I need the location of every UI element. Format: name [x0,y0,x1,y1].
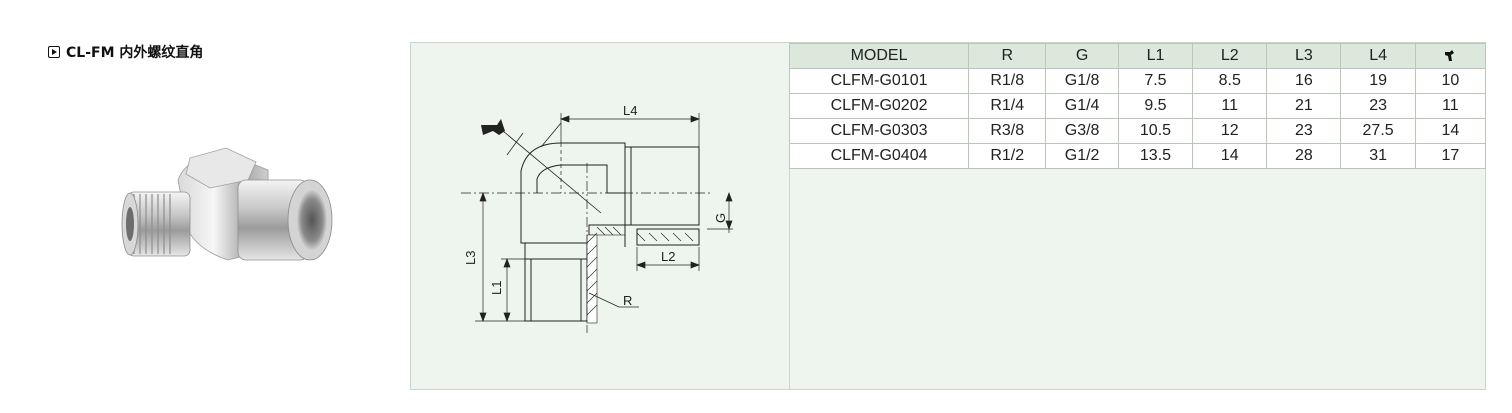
col-header-model: MODEL [788,43,970,69]
spec-panel: L4 L2 G L3 L1 R MODEL R G L1 L2 L3 L4 [410,42,1487,390]
cell-l4: 19 [1340,68,1416,94]
cell-l1: 13.5 [1117,143,1194,169]
section-title-text: CL-FM 内外螺纹直角 [66,45,204,61]
cell-l4: 23 [1340,93,1416,119]
cell-l2: 8.5 [1192,68,1268,94]
cell-l3: 28 [1266,143,1342,169]
cell-l3: 23 [1266,118,1342,144]
dim-label-l2: L2 [661,249,675,264]
cell-l1: 10.5 [1117,118,1194,144]
cell-l2: 12 [1192,118,1268,144]
col-header-l4: L4 [1340,43,1416,69]
cell-l2: 14 [1192,143,1268,169]
technical-drawing-area: L4 L2 G L3 L1 R [411,43,790,389]
drawing-wrench-icon [481,119,505,135]
cell-g: G1/2 [1045,143,1119,169]
spec-table: MODEL R G L1 L2 L3 L4 CLFM-G0101 R1/8 G1… [788,43,1487,169]
cell-l4: 27.5 [1340,118,1416,144]
col-header-l3: L3 [1266,43,1342,69]
col-header-l1: L1 [1117,43,1194,69]
cell-l4: 31 [1340,143,1416,169]
section-title: CL-FM 内外螺纹直角 [48,42,203,62]
cell-l1: 9.5 [1117,93,1194,119]
col-header-l2: L2 [1192,43,1268,69]
product-photo [121,147,333,261]
cell-g: G1/4 [1045,93,1119,119]
dim-label-r: R [623,293,632,308]
cell-l2: 11 [1192,93,1268,119]
cell-r: R1/4 [968,93,1047,119]
col-header-r: R [968,43,1047,69]
cell-model: CLFM-G0101 [788,68,970,94]
cell-wrench: 10 [1414,68,1487,94]
cell-wrench: 11 [1414,93,1487,119]
cell-r: R3/8 [968,118,1047,144]
dim-label-l1: L1 [489,281,504,295]
dim-label-g: G [713,213,728,223]
cell-wrench: 17 [1414,143,1487,169]
dim-label-l4: L4 [623,103,637,118]
cell-l3: 21 [1266,93,1342,119]
dim-label-l3: L3 [463,251,478,265]
cell-r: R1/2 [968,143,1047,169]
cell-l1: 7.5 [1117,68,1194,94]
table-header-row: MODEL R G L1 L2 L3 L4 [788,43,1487,69]
play-icon [48,46,60,58]
col-header-g: G [1045,43,1119,69]
col-header-wrench [1414,43,1487,69]
cell-wrench: 14 [1414,118,1487,144]
cell-model: CLFM-G0404 [788,143,970,169]
cell-model: CLFM-G0303 [788,118,970,144]
cell-g: G3/8 [1045,118,1119,144]
cell-r: R1/8 [968,68,1047,94]
table-row: CLFM-G0101 R1/8 G1/8 7.5 8.5 16 19 10 [788,68,1487,94]
technical-drawing: L4 L2 G L3 L1 R [461,103,733,333]
wrench-icon [1445,49,1455,61]
cell-model: CLFM-G0202 [788,93,970,119]
table-row: CLFM-G0303 R3/8 G3/8 10.5 12 23 27.5 14 [788,118,1487,144]
table-row: CLFM-G0202 R1/4 G1/4 9.5 11 21 23 11 [788,93,1487,119]
table-row: CLFM-G0404 R1/2 G1/2 13.5 14 28 31 17 [788,143,1487,169]
cell-g: G1/8 [1045,68,1119,94]
cell-l3: 16 [1266,68,1342,94]
